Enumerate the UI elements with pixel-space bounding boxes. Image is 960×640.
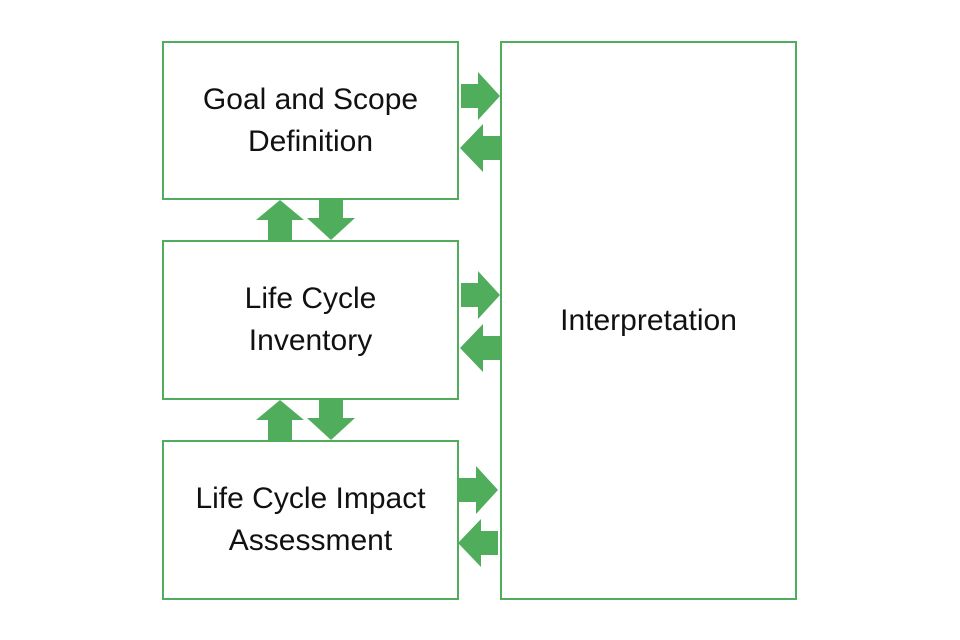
arrow-right-icon xyxy=(461,72,500,120)
life-cycle-impact-assessment-box: Life Cycle Impact Assessment xyxy=(162,440,459,600)
arrow-up-icon xyxy=(256,200,304,240)
goal-scope-definition-label: Goal and Scope Definition xyxy=(202,82,419,158)
arrow-right-icon xyxy=(461,271,500,319)
arrow-left-icon xyxy=(460,124,500,172)
life-cycle-inventory-label: Life Cycle Inventory xyxy=(244,282,377,357)
interpretation-box: Interpretation xyxy=(500,41,797,600)
interpretation-label: Interpretation xyxy=(560,303,737,337)
life-cycle-inventory-box: Life Cycle Inventory xyxy=(162,240,459,400)
arrow-down-icon xyxy=(307,400,355,440)
arrow-left-icon xyxy=(458,519,498,567)
arrow-left-icon xyxy=(460,324,500,372)
arrow-right-icon xyxy=(459,466,498,514)
arrow-up-icon xyxy=(256,400,304,440)
arrow-down-icon xyxy=(307,200,355,240)
goal-scope-definition-box: Goal and Scope Definition xyxy=(162,41,459,200)
life-cycle-impact-assessment-label: Life Cycle Impact Assessment xyxy=(195,482,426,557)
